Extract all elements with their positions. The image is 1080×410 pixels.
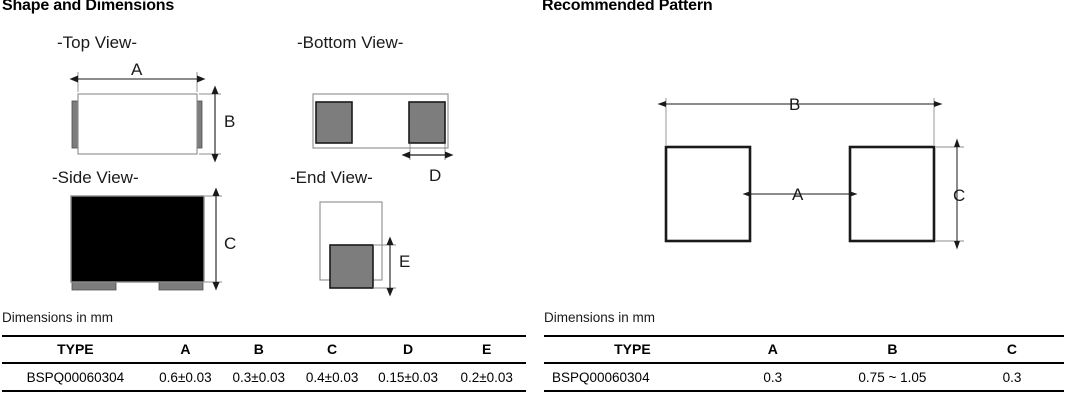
col-header-c: C: [295, 335, 369, 363]
cell-e: 0.2±0.03: [447, 362, 526, 392]
dim-letter-b-top-view: B: [224, 112, 236, 131]
dim-letter-a-top-view: A: [131, 60, 143, 79]
side-view-drawing: [70, 187, 222, 291]
side-view-body: [70, 195, 205, 283]
col-header-e: E: [447, 335, 526, 363]
pattern-pad-left: [664, 145, 752, 243]
units-note-left: Dimensions in mm: [2, 310, 114, 325]
col-header-b: B: [222, 335, 296, 363]
table-row: BSPQ00060304 0.3 0.75 ~ 1.05 0.3: [544, 362, 1064, 392]
bottom-view-pad-left: [315, 101, 353, 144]
shape-and-dimensions-panel: Shape and Dimensions -Top View- -Bottom …: [2, 0, 526, 392]
top-view-drawing: [69, 72, 221, 163]
cell-a: 0.3: [720, 362, 825, 392]
dim-letter-e-end-view: E: [399, 252, 411, 271]
col-header-type: TYPE: [2, 335, 149, 363]
col-header-c: C: [959, 335, 1064, 363]
units-note-right: Dimensions in mm: [544, 310, 656, 325]
end-view-pad: [329, 244, 374, 289]
recommended-pattern-panel: Recommended Pattern B A C Dimensions in …: [540, 0, 1080, 410]
col-header-type: TYPE: [544, 335, 721, 363]
label-top-view: -Top View-: [57, 33, 137, 52]
col-header-a: A: [720, 335, 825, 363]
cell-b: 0.3±0.03: [222, 362, 296, 392]
right-drawings: [657, 98, 964, 250]
label-end-view: -End View-: [290, 168, 373, 187]
pattern-pad-right: [848, 145, 936, 243]
col-header-a: A: [148, 335, 223, 363]
bottom-view-pad-right: [408, 101, 446, 144]
left-drawings: [69, 72, 454, 297]
cell-c: 0.4±0.03: [295, 362, 369, 392]
table-header-row: TYPE A B C: [544, 335, 1064, 363]
page-title-shape-dimensions: Shape and Dimensions: [2, 0, 175, 14]
cell-type: BSPQ00060304: [544, 362, 721, 392]
dimensions-table-right: TYPE A B C BSPQ00060304 0.3 0.75 ~ 1.05 …: [544, 335, 1064, 392]
label-side-view: -Side View-: [52, 168, 139, 187]
end-view-drawing: [319, 201, 396, 297]
cell-d: 0.15±0.03: [368, 362, 448, 392]
dimensions-table-left: TYPE A B C D E BSPQ00060304 0.6±0.03 0.3…: [2, 335, 526, 392]
cell-type: BSPQ00060304: [2, 362, 149, 392]
cell-c: 0.3: [959, 362, 1064, 392]
page-title-recommended-pattern: Recommended Pattern: [542, 0, 713, 14]
bottom-view-drawing: [312, 93, 454, 160]
col-header-b: B: [824, 335, 960, 363]
cell-a: 0.6±0.03: [148, 362, 223, 392]
label-bottom-view: -Bottom View-: [297, 33, 404, 52]
col-header-d: D: [368, 335, 448, 363]
dim-letter-c-side-view: C: [224, 234, 237, 253]
top-view-body: [77, 93, 198, 155]
table-row: BSPQ00060304 0.6±0.03 0.3±0.03 0.4±0.03 …: [2, 362, 526, 392]
cell-b: 0.75 ~ 1.05: [824, 362, 960, 392]
dim-letter-d-bottom-view: D: [429, 166, 442, 185]
table-header-row: TYPE A B C D E: [2, 335, 526, 363]
